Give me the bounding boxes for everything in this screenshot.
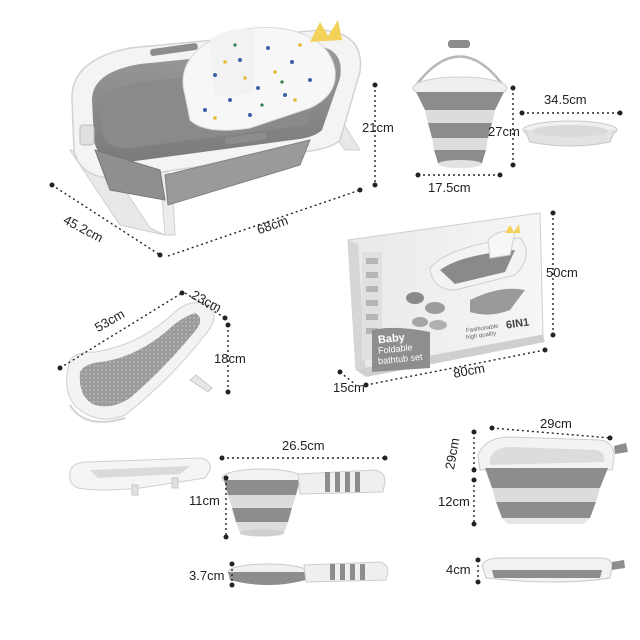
- tub-dimension-lines: [51, 85, 376, 257]
- water-scoop: [221, 468, 386, 537]
- bucket-height-label: 27cm: [488, 124, 520, 139]
- scoop-folded-label: 3.7cm: [189, 568, 225, 583]
- basin-folded-label: 4cm: [446, 562, 471, 577]
- scoop-length-label: 26.5cm: [282, 438, 325, 453]
- bucket-width-label: 17.5cm: [428, 180, 471, 195]
- scoop-height-label: 11cm: [189, 493, 220, 508]
- bathtub: [68, 20, 362, 236]
- bath-seat: [66, 302, 215, 423]
- bucket-lid: [522, 120, 618, 147]
- basin-height-label: 12cm: [438, 494, 470, 509]
- seat-height-label: 18cm: [214, 351, 246, 366]
- folded-scoop: [227, 561, 389, 585]
- folded-basin: [481, 557, 625, 583]
- square-basin: [477, 436, 628, 524]
- gift-box: [347, 212, 545, 377]
- lid-diameter-label: 34.5cm: [544, 92, 587, 107]
- box-height-label: 50cm: [546, 265, 578, 280]
- tub-height-label: 21cm: [362, 120, 394, 135]
- basin-width-label: 29cm: [540, 416, 572, 431]
- folded-seat: [69, 457, 211, 496]
- bucket: [412, 40, 508, 168]
- box-depth-label: 15cm: [333, 380, 365, 395]
